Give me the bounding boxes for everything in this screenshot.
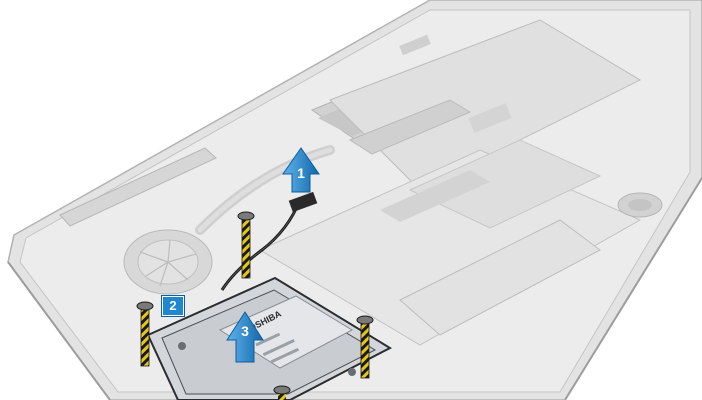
screw-icon <box>237 211 255 279</box>
screw-icon <box>356 315 374 379</box>
left-speaker <box>59 147 217 227</box>
up-arrow-icon: 3 <box>226 311 264 363</box>
up-arrow-icon: 1 <box>282 147 320 193</box>
hard-drive-cable <box>220 191 318 291</box>
screw-icon <box>136 301 154 367</box>
right-speaker <box>617 192 663 218</box>
hard-drive-assembly <box>146 276 393 400</box>
heat-pipe <box>195 145 335 235</box>
battery <box>258 139 642 346</box>
arrow-callout-3: 3 <box>241 323 249 339</box>
touchpad-bracket <box>399 219 601 336</box>
screw-icon <box>273 385 291 400</box>
arrow-callout-1: 1 <box>297 165 305 181</box>
callout-badge-2: 2 <box>162 296 184 316</box>
cooling-fan <box>123 229 213 295</box>
motherboard <box>329 19 642 191</box>
